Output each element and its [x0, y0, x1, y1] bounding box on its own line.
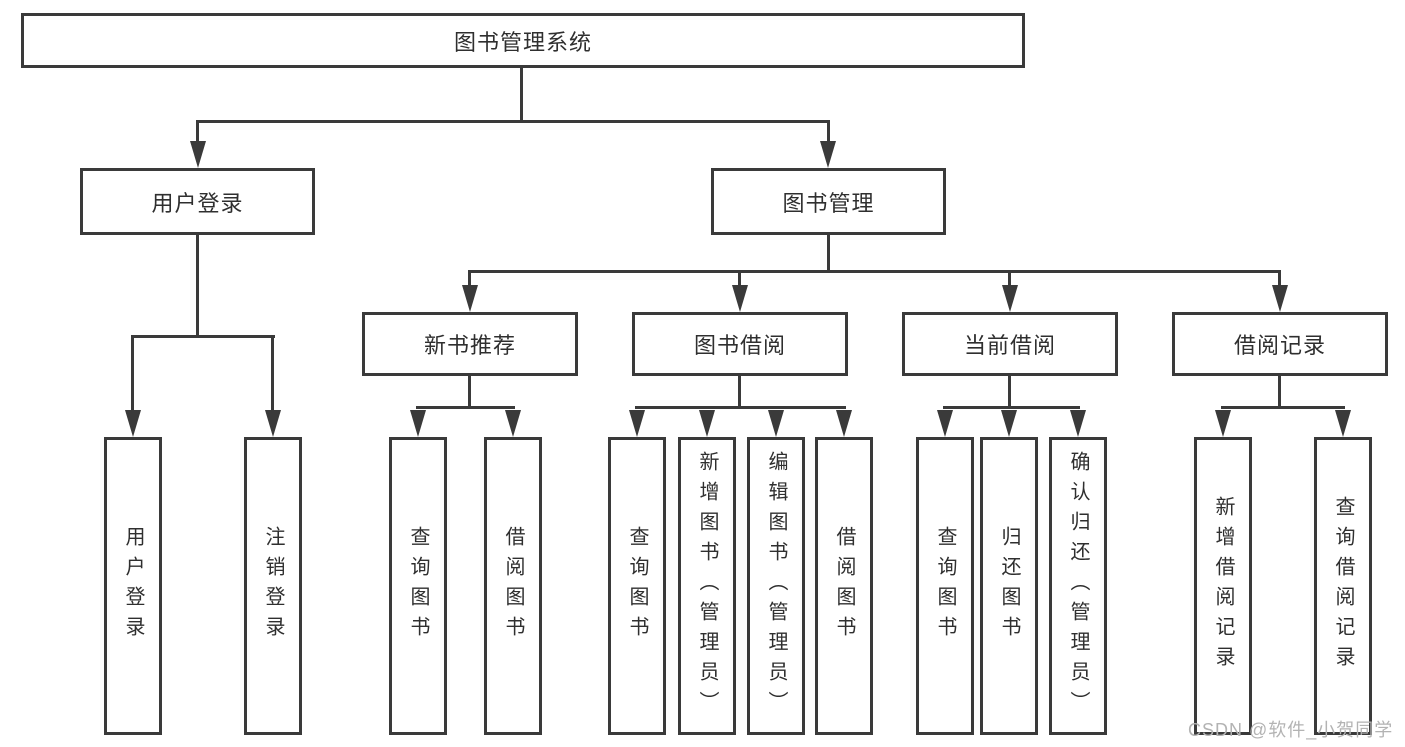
connector-line [1008, 273, 1011, 287]
node-new-book-recommend-label: 新书推荐 [423, 333, 516, 358]
node-borrow-records-label: 借阅记录 [1233, 333, 1326, 358]
leaf-query-books-2-label: 查询图书 [626, 526, 648, 646]
leaf-confirm-return-admin-label: 确认归还（管理员） [1067, 451, 1089, 721]
leaf-query-books-1-label: 查询图书 [407, 526, 429, 646]
connector-line [1278, 375, 1281, 409]
connector-line [468, 273, 471, 287]
node-book-borrow: 图书借阅 [632, 312, 848, 376]
arrow-down-icon [820, 141, 836, 168]
leaf-query-borrow-record-label: 查询借阅记录 [1332, 496, 1354, 676]
arrow-down-icon [937, 410, 953, 437]
connector-line [1008, 375, 1011, 409]
connector-line [520, 68, 523, 120]
connector-line [943, 406, 1080, 409]
node-user-login: 用户登录 [80, 168, 315, 235]
connector-line [827, 120, 830, 143]
arrow-down-icon [1002, 285, 1018, 312]
arrow-down-icon [699, 410, 715, 437]
node-library-system: 图书管理系统 [21, 13, 1025, 68]
connector-line [827, 235, 830, 273]
leaf-add-books-admin-label: 新增图书（管理员） [696, 451, 718, 721]
connector-line [468, 270, 1281, 273]
node-book-management-label: 图书管理 [782, 190, 875, 216]
leaf-add-borrow-record-label: 新增借阅记录 [1212, 496, 1234, 676]
arrow-down-icon [462, 285, 478, 312]
leaf-logout-label: 注销登录 [262, 526, 284, 646]
leaf-query-books-3-label: 查询图书 [934, 526, 956, 646]
node-library-system-label: 图书管理系统 [453, 29, 592, 55]
connector-line [131, 338, 134, 411]
leaf-query-books-1: 查询图书 [389, 437, 447, 735]
connector-line [738, 375, 741, 409]
leaf-logout: 注销登录 [244, 437, 302, 735]
arrow-down-icon [125, 410, 141, 437]
arrow-down-icon [505, 410, 521, 437]
node-borrow-records: 借阅记录 [1172, 312, 1388, 376]
leaf-edit-books-admin-label: 编辑图书（管理员） [765, 451, 787, 721]
leaf-edit-books-admin: 编辑图书（管理员） [747, 437, 805, 735]
leaf-borrow-books-2-label: 借阅图书 [833, 526, 855, 646]
arrow-down-icon [410, 410, 426, 437]
connector-line [196, 235, 199, 335]
arrow-down-icon [768, 410, 784, 437]
arrow-down-icon [1215, 410, 1231, 437]
leaf-borrow-books-2: 借阅图书 [815, 437, 873, 735]
leaf-return-books-label: 归还图书 [998, 526, 1020, 646]
leaf-query-books-2: 查询图书 [608, 437, 666, 735]
connector-line [1278, 273, 1281, 287]
connector-line [738, 273, 741, 287]
connector-line [635, 406, 846, 409]
node-new-book-recommend: 新书推荐 [362, 312, 578, 376]
connector-line [416, 406, 515, 409]
leaf-return-books: 归还图书 [980, 437, 1038, 735]
arrow-down-icon [265, 410, 281, 437]
arrow-down-icon [1001, 410, 1017, 437]
arrow-down-icon [190, 141, 206, 168]
arrow-down-icon [836, 410, 852, 437]
connector-line [468, 375, 471, 409]
arrow-down-icon [629, 410, 645, 437]
leaf-query-books-3: 查询图书 [916, 437, 974, 735]
node-book-borrow-label: 图书借阅 [693, 333, 786, 358]
node-user-login-label: 用户登录 [151, 190, 244, 216]
arrow-down-icon [732, 285, 748, 312]
leaf-query-borrow-record: 查询借阅记录 [1314, 437, 1372, 735]
arrow-down-icon [1272, 285, 1288, 312]
connector-line [271, 338, 274, 411]
leaf-add-books-admin: 新增图书（管理员） [678, 437, 736, 735]
node-current-borrow-label: 当前借阅 [963, 333, 1056, 358]
leaf-add-borrow-record: 新增借阅记录 [1194, 437, 1252, 735]
node-current-borrow: 当前借阅 [902, 312, 1118, 376]
watermark: CSDN @软件_小贺同学 [1188, 720, 1394, 740]
leaf-user-login: 用户登录 [104, 437, 162, 735]
leaf-borrow-books-1-label: 借阅图书 [502, 526, 524, 646]
connector-line [131, 335, 275, 338]
arrow-down-icon [1335, 410, 1351, 437]
connector-line [196, 120, 830, 123]
connector-line [1221, 406, 1345, 409]
node-book-management: 图书管理 [711, 168, 946, 235]
connector-line [196, 120, 199, 143]
leaf-confirm-return-admin: 确认归还（管理员） [1049, 437, 1107, 735]
leaf-user-login-label: 用户登录 [122, 526, 144, 646]
leaf-borrow-books-1: 借阅图书 [484, 437, 542, 735]
arrow-down-icon [1070, 410, 1086, 437]
